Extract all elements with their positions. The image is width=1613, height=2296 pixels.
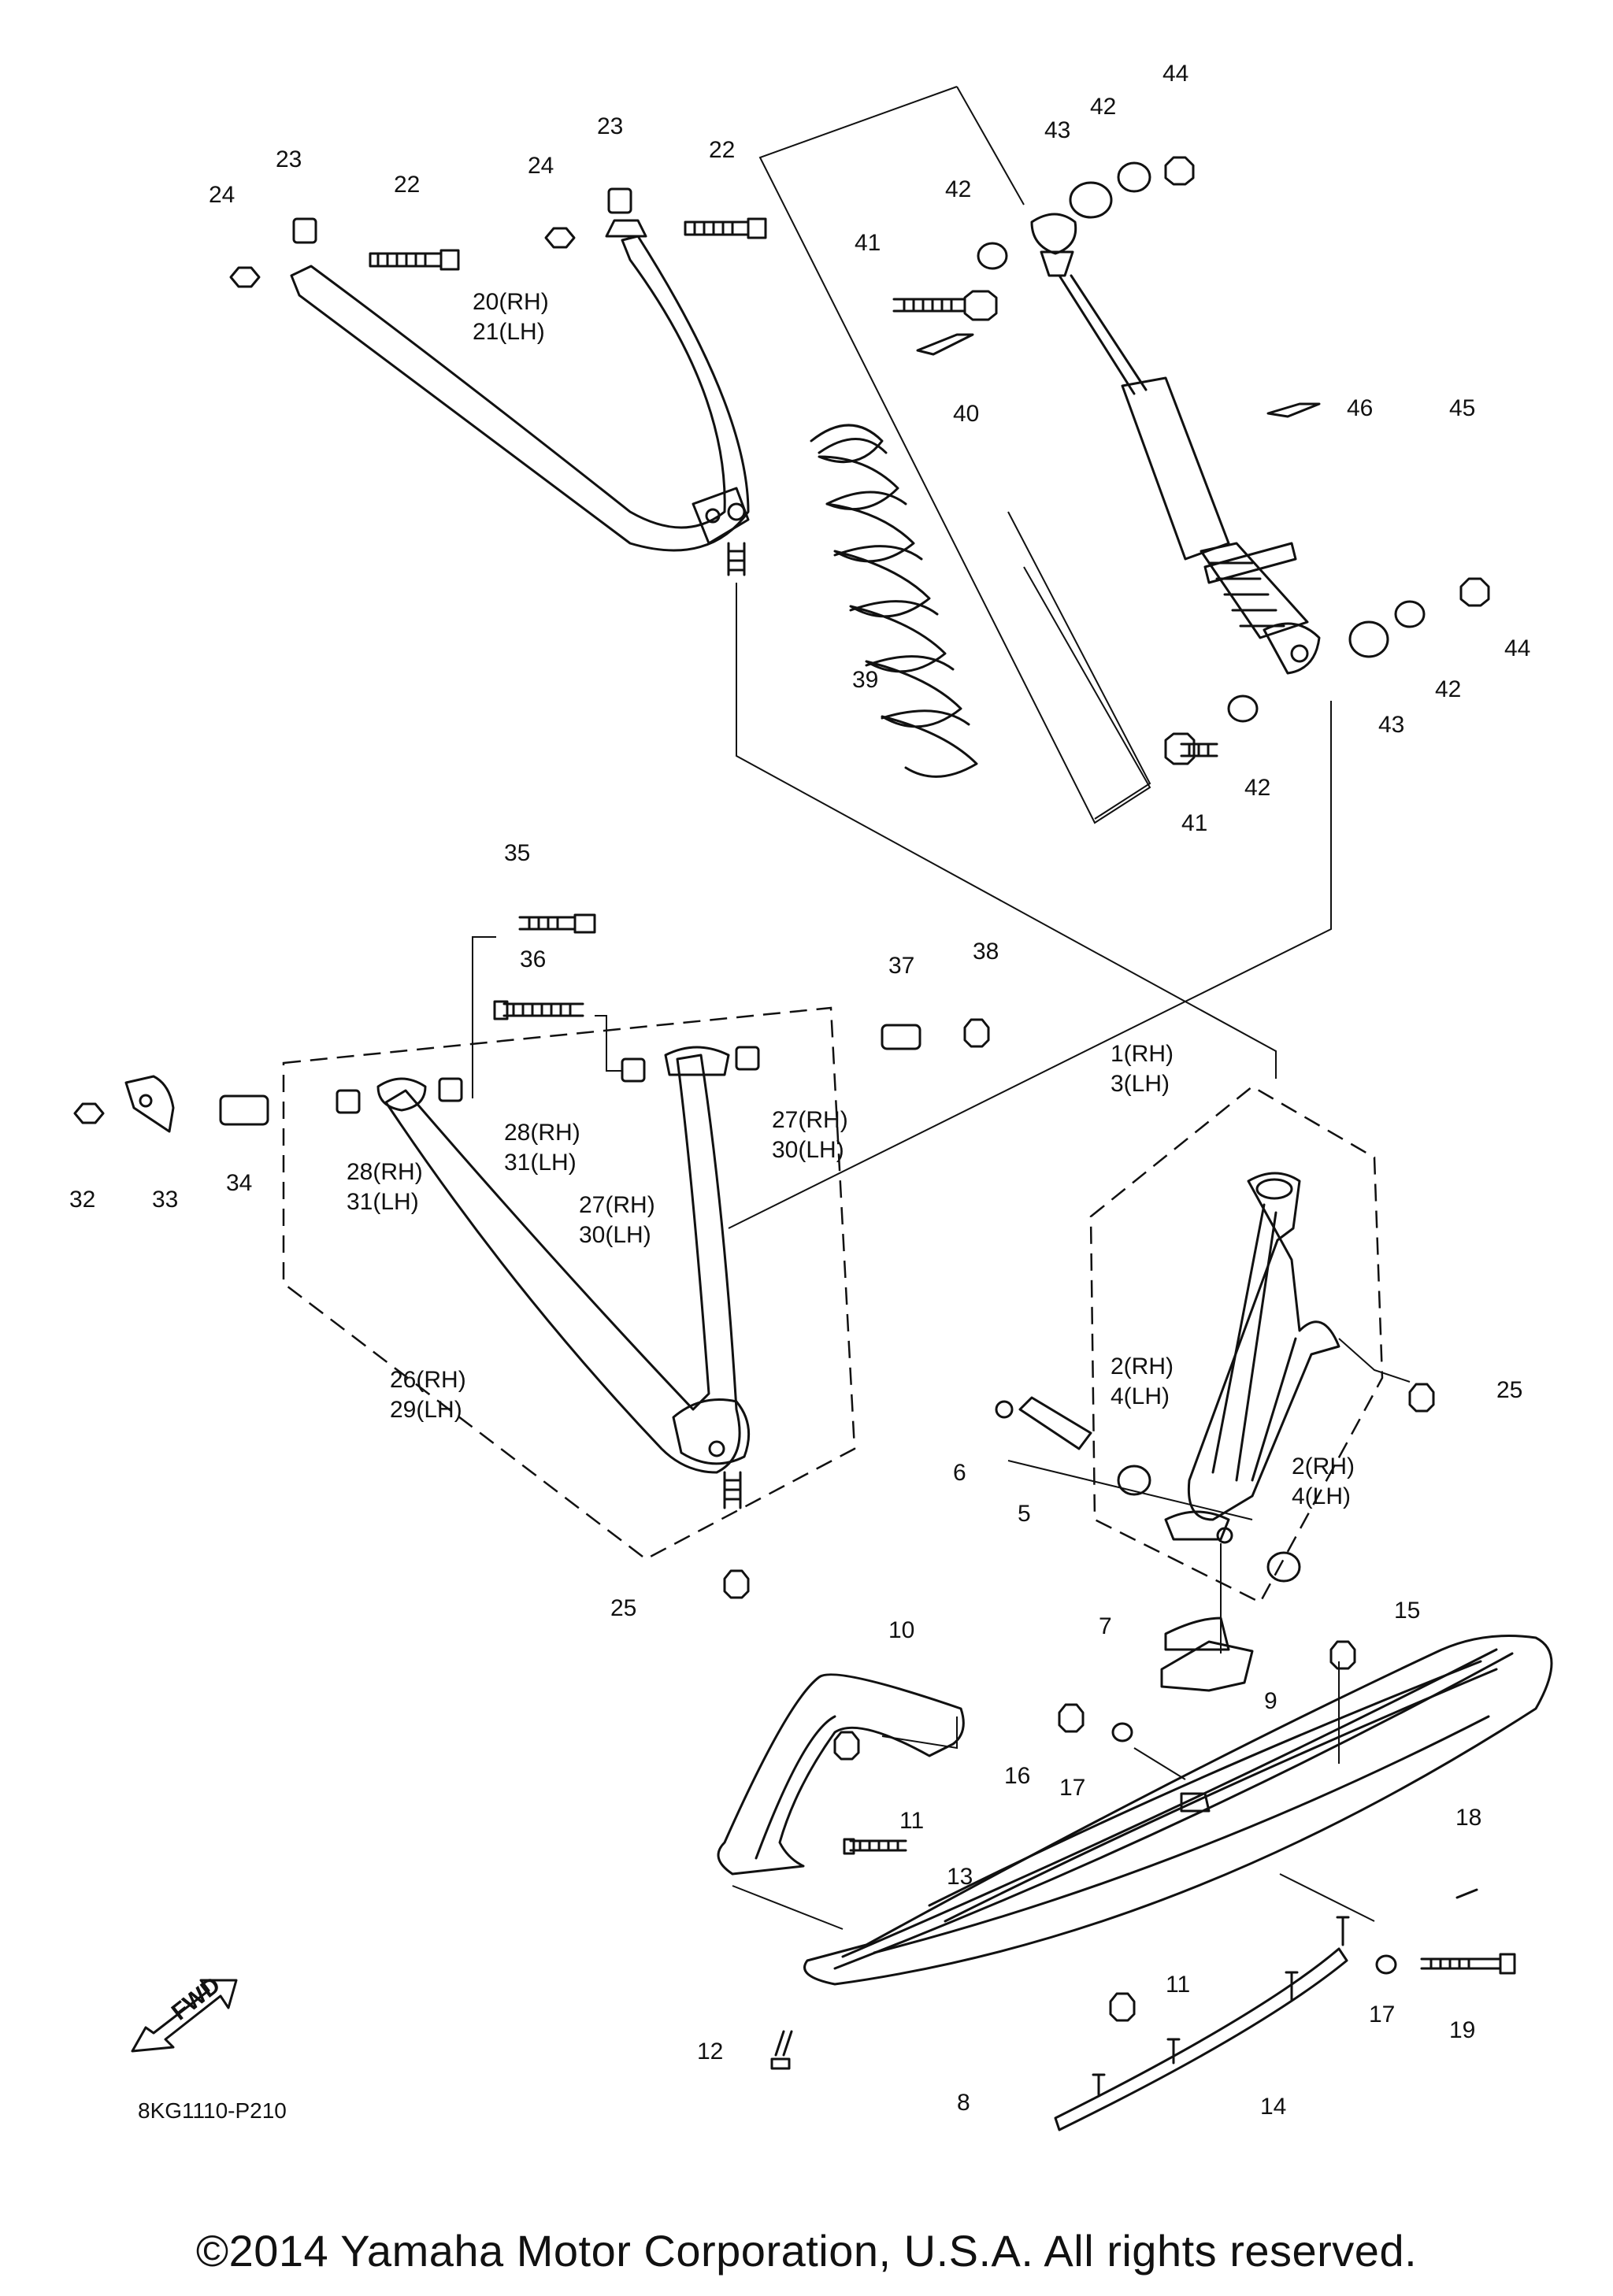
callout: 3(LH): [1111, 1071, 1170, 1097]
shock-lower-hardware: [1164, 402, 1490, 765]
ski: [803, 1635, 1553, 1986]
callout: 30(LH): [772, 1137, 844, 1163]
lower-arm-dashed-group: [282, 1006, 856, 1561]
lower-arm-hardware: [73, 913, 990, 1133]
callout: 42: [1244, 775, 1270, 801]
callout: 23: [597, 113, 623, 139]
ski-handle: [717, 1673, 965, 1876]
callout: 42: [1435, 676, 1461, 702]
callout: 4(LH): [1292, 1483, 1351, 1509]
callout: 16: [1004, 1763, 1030, 1789]
callout: 11: [899, 1808, 924, 1834]
callout: 5: [1018, 1501, 1031, 1527]
callout: 32: [69, 1187, 95, 1213]
callout: 22: [394, 172, 420, 198]
callout: 30(LH): [579, 1222, 651, 1248]
callout: 21(LH): [473, 319, 545, 345]
callout: 1(RH): [1111, 1041, 1174, 1067]
fwd-arrow: [131, 1979, 238, 2053]
callout: 27(RH): [579, 1192, 655, 1218]
reference-code: 8KG1110-P210: [138, 2098, 287, 2123]
callout: 35: [504, 840, 530, 866]
callout: 44: [1162, 61, 1188, 87]
callout: 17: [1059, 1775, 1085, 1801]
spindle-dashed-group: [1089, 1085, 1384, 1604]
callout: 37: [888, 953, 914, 979]
spindle-hardware: [723, 1383, 1435, 1599]
callout: 31(LH): [504, 1150, 577, 1176]
callout: 45: [1449, 395, 1475, 421]
callout: 44: [1504, 635, 1530, 661]
callout: 2(RH): [1292, 1454, 1355, 1479]
upper-arm-hardware-right: [544, 187, 767, 249]
coil-spring: [810, 424, 978, 778]
callout: 6: [953, 1460, 966, 1486]
callout: 17: [1369, 2002, 1395, 2028]
shock-absorber: [1030, 213, 1321, 675]
callout: 39: [852, 667, 878, 693]
callout: 41: [855, 230, 881, 256]
callout: 19: [1449, 2017, 1475, 2043]
lower-a-arm: [376, 1046, 751, 1509]
callout: 12: [697, 2039, 723, 2065]
callout: 9: [1264, 1688, 1277, 1714]
callout-labels: 24 23 22 24 23 22 20(RH) 21(LH) 44 42 43…: [69, 61, 1530, 2120]
callout: 33: [152, 1187, 178, 1213]
callout: 11: [1166, 1972, 1190, 1998]
callout: 46: [1347, 395, 1373, 421]
callout: 29(LH): [390, 1397, 462, 1423]
callout: 15: [1394, 1598, 1420, 1624]
callout: 42: [945, 176, 971, 202]
callout: 7: [1099, 1613, 1112, 1639]
callout: 10: [888, 1617, 914, 1643]
callout: 42: [1090, 94, 1116, 120]
callout: 4(LH): [1111, 1383, 1170, 1409]
callout: 8: [957, 2090, 970, 2116]
callout: 27(RH): [772, 1107, 848, 1133]
callout: 20(RH): [473, 289, 549, 315]
callout: 43: [1378, 712, 1404, 738]
copyright-notice: ©2014 Yamaha Motor Corporation, U.S.A. A…: [195, 2226, 1418, 2276]
ski-spindle: [1164, 1172, 1340, 1544]
callout: 36: [520, 946, 546, 972]
callout: 24: [209, 182, 235, 208]
callout: 2(RH): [1111, 1354, 1174, 1379]
shock-upper-hardware: [892, 156, 1195, 356]
callout: 23: [276, 146, 302, 172]
callout: 25: [610, 1595, 636, 1621]
callout: 26(RH): [390, 1367, 466, 1393]
callout: 43: [1044, 117, 1070, 143]
callout: 13: [947, 1864, 973, 1890]
upper-a-arm: [290, 235, 750, 576]
callout: 34: [226, 1170, 252, 1196]
callout: 24: [528, 153, 554, 179]
callout: 18: [1455, 1805, 1481, 1831]
callout: 41: [1181, 810, 1207, 836]
callout: 22: [709, 137, 735, 163]
upper-arm-hardware-left: [229, 217, 460, 288]
ski-wear-bar: [1054, 1916, 1350, 2131]
callout: 31(LH): [347, 1189, 419, 1215]
callout: 40: [953, 401, 979, 427]
callout: 38: [973, 939, 999, 965]
ski-hardware: [770, 1616, 1516, 2070]
callout: 14: [1260, 2094, 1286, 2120]
callout: 28(RH): [504, 1120, 580, 1146]
callout: 28(RH): [347, 1159, 423, 1185]
callout: 25: [1496, 1377, 1522, 1403]
